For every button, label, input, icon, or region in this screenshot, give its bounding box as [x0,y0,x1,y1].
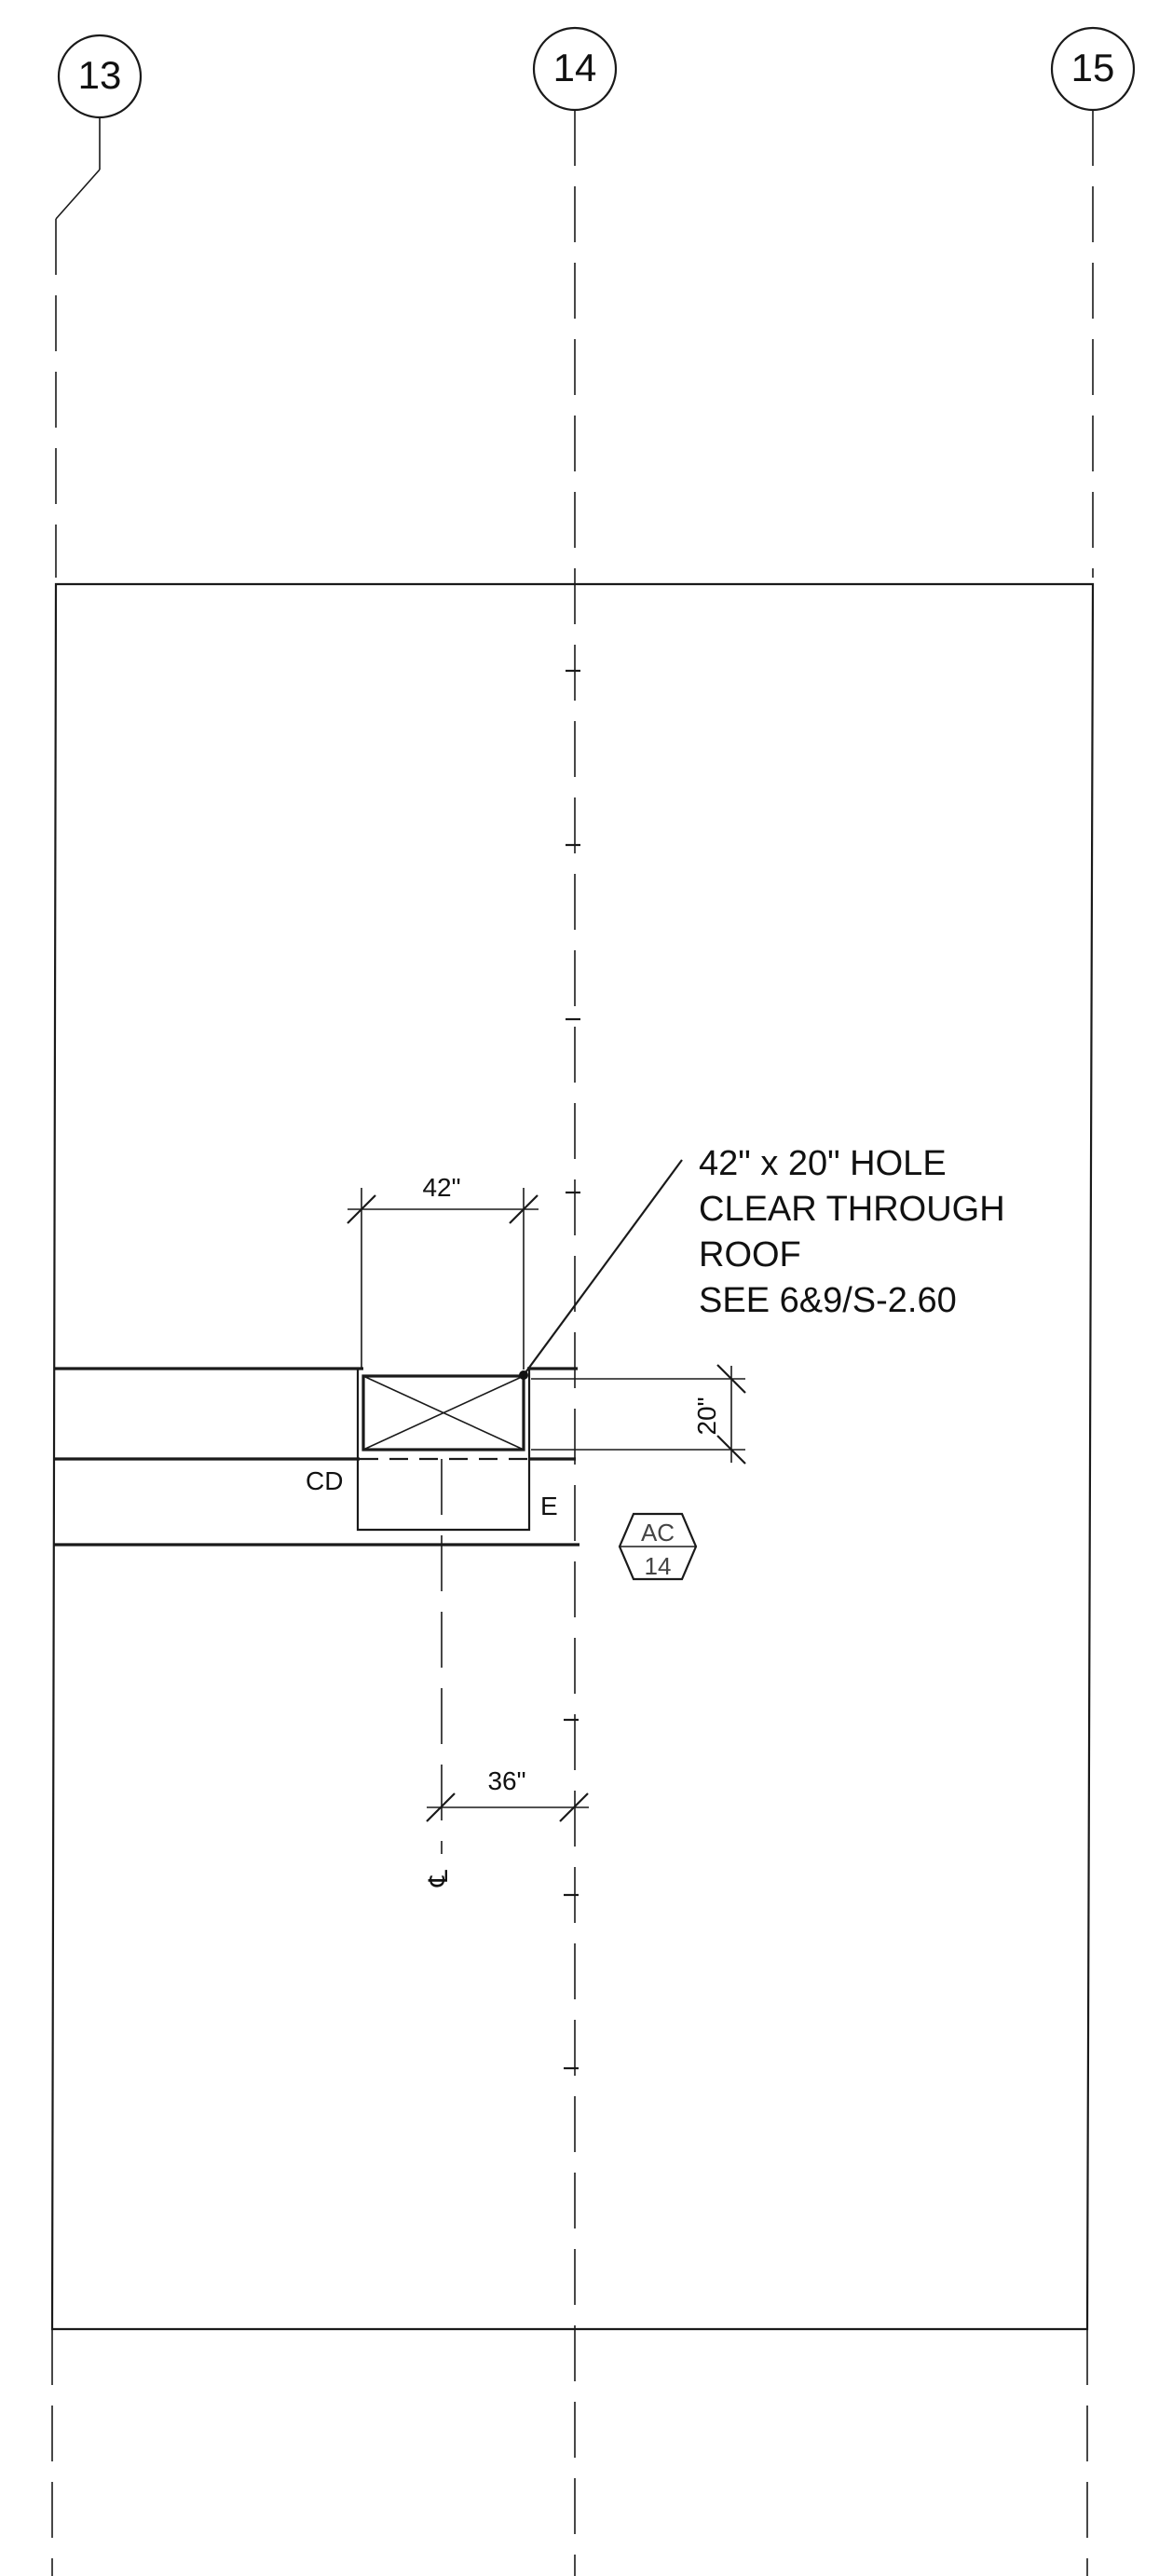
grid-line-15 [1086,110,1094,2576]
grid-label-14: 14 [553,46,597,89]
section-marker-bottom: 14 [645,1552,672,1580]
hole-note-line-1: 42" x 20" HOLE [699,1144,947,1183]
dimension-42: 42" [347,1173,539,1370]
roof-outline [50,582,1095,2331]
tag-e: E [540,1492,558,1520]
section-marker: AC 14 [618,1512,698,1581]
beam-lines [54,1367,580,1547]
hole-note-line-4: SEE 6&9/S-2.60 [699,1281,957,1320]
hole-note-leader [519,1159,683,1380]
centerline-symbol: ℄ [424,1870,453,1888]
roof-hole [360,1374,529,1461]
dimension-36: 36" [426,1766,589,1822]
grid-line-14 [564,110,580,2576]
grid-label-15: 15 [1071,46,1115,89]
frame-box [356,1368,531,1532]
grid-bubble-13: 13 [57,34,143,119]
dimension-label-20: 20" [692,1397,721,1435]
hole-note: 42" x 20" HOLE CLEAR THROUGH ROOF SEE 6&… [699,1144,1005,1320]
dimension-label-36: 36" [487,1766,525,1795]
hole-note-line-2: CLEAR THROUGH [699,1190,1005,1229]
dimension-label-42: 42" [422,1173,460,1202]
grid-label-13: 13 [78,53,122,97]
hole-note-line-3: ROOF [699,1235,801,1274]
grid-bubble-15: 15 [1050,26,1136,112]
grid-bubble-14: 14 [532,26,618,112]
section-marker-top: AC [641,1519,675,1547]
grid-line-13 [51,117,101,2576]
tag-cd: CD [306,1466,343,1495]
dimension-20: 20" [531,1364,746,1465]
